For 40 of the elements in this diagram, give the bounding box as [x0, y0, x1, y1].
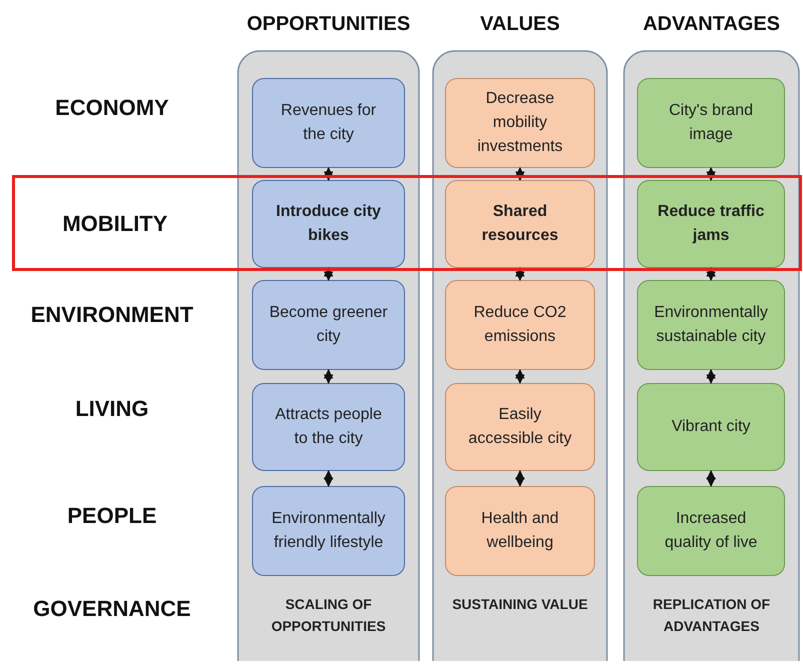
- opportunity-box: Introduce city bikes: [252, 180, 405, 268]
- row-label: PEOPLE: [66, 503, 158, 529]
- double-arrow: [324, 267, 334, 281]
- double-arrow: [324, 470, 334, 487]
- double-arrow: [324, 167, 334, 181]
- row-label: LIVING: [74, 396, 150, 422]
- advantage-box: Environmentally sustainable city: [637, 280, 785, 370]
- advantage-box: City's brand image: [637, 78, 785, 168]
- row-label: MOBILITY: [61, 211, 169, 237]
- advantage-box: Reduce traffic jams: [637, 180, 785, 268]
- double-arrow: [706, 369, 716, 384]
- column-heading: VALUES: [479, 13, 561, 36]
- row-label: ECONOMY: [54, 95, 170, 121]
- double-arrow: [515, 470, 525, 487]
- value-box: Easily accessible city: [445, 383, 595, 471]
- column-heading: OPPORTUNITIES: [246, 13, 412, 36]
- row-label: ENVIRONMENT: [30, 302, 194, 328]
- column-footer: SCALING OF OPPORTUNITIES: [247, 593, 410, 637]
- double-arrow: [515, 167, 525, 181]
- advantage-box: Increased quality of live: [637, 486, 785, 576]
- double-arrow: [706, 470, 716, 487]
- column-footer: SUSTAINING VALUE: [442, 593, 598, 615]
- row-label: GOVERNANCE: [32, 596, 192, 622]
- value-box: Shared resources: [445, 180, 595, 268]
- opportunity-box: Revenues for the city: [252, 78, 405, 168]
- double-arrow: [515, 369, 525, 384]
- column-heading: ADVANTAGES: [642, 13, 782, 36]
- opportunity-box: Environmentally friendly lifestyle: [252, 486, 405, 576]
- double-arrow: [515, 267, 525, 281]
- highlight-frame: [12, 175, 802, 271]
- double-arrow: [324, 369, 334, 384]
- value-box: Reduce CO2 emissions: [445, 280, 595, 370]
- value-box: Decrease mobility investments: [445, 78, 595, 168]
- advantage-box: Vibrant city: [637, 383, 785, 471]
- opportunity-box: Attracts people to the city: [252, 383, 405, 471]
- double-arrow: [706, 267, 716, 281]
- opportunity-box: Become greener city: [252, 280, 405, 370]
- double-arrow: [706, 167, 716, 181]
- value-box: Health and wellbeing: [445, 486, 595, 576]
- column-footer: REPLICATION OF ADVANTAGES: [633, 593, 790, 637]
